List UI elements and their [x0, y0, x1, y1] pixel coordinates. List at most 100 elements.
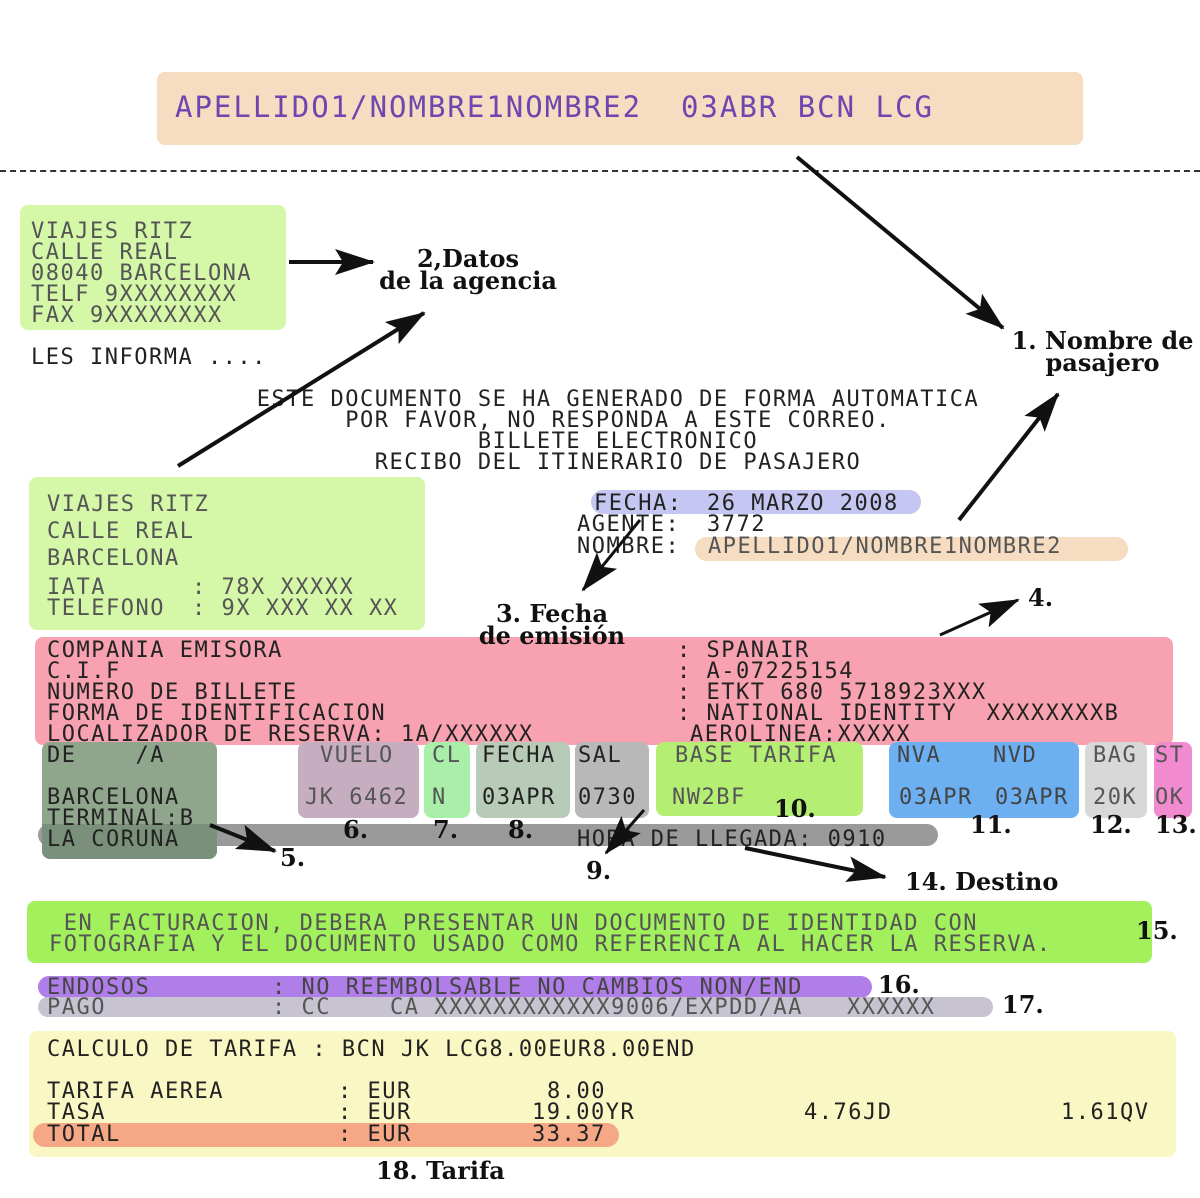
annotation-16: 16.	[878, 970, 920, 999]
fare-calc: CALCULO DE TARIFA : BCN JK LCG8.00EUR8.0…	[47, 1037, 696, 1062]
arrow-passenger-name	[795, 155, 1005, 330]
fecha-value: 26 MARZO 2008	[707, 491, 899, 516]
annotation-5: 5.	[280, 843, 306, 872]
fecha-highlight	[591, 490, 921, 514]
tarifa-label: TARIFA AEREA	[47, 1079, 224, 1104]
agency-street: CALLE REAL	[47, 519, 195, 544]
pago-label: PAGO	[47, 995, 106, 1020]
route-box-overlay	[42, 824, 217, 859]
agente-label: AGENTE:	[577, 512, 681, 537]
agency-top-line-5: FAX 9XXXXXXXX	[31, 303, 223, 328]
nva-nvd-col	[889, 742, 1079, 818]
arrow-destino	[744, 846, 887, 883]
bag-header: BAG	[1093, 743, 1138, 768]
total-highlight	[33, 1123, 619, 1147]
arrow-5	[209, 823, 277, 853]
passenger-header-line: APELLIDO1/NOMBRE1NOMBRE2 03ABR BCN LCG	[175, 90, 934, 124]
agency-iata-value: : 78X XXXXX	[192, 575, 355, 600]
company-value-2: : A-07225154	[677, 659, 854, 684]
annotation-17: 17.	[1002, 990, 1044, 1019]
annotation-7: 7.	[433, 815, 459, 844]
annotation-13: 13.	[1155, 810, 1197, 839]
nombre-highlight	[695, 537, 1128, 561]
tarifa-currency: : EUR	[338, 1079, 412, 1104]
tasa-label: TASA	[47, 1100, 106, 1125]
company-value-1: : SPANAIR	[677, 638, 810, 663]
agency-top-box	[20, 205, 286, 330]
endosos-value: : NO REEMBOLSABLE NO CAMBIOS NON/END	[272, 975, 803, 1000]
arrow-agency-bottom	[176, 311, 426, 468]
vuelo-value: JK 6462	[305, 785, 409, 810]
nvd-header: NVD	[993, 743, 1038, 768]
annotation-14: 14. Destino	[905, 867, 1059, 896]
annotation-4: 4.	[1028, 583, 1054, 612]
cl-col	[424, 742, 470, 818]
tasa-qv: 1.61QV	[1061, 1100, 1150, 1125]
base-header: BASE TARIFA	[675, 743, 838, 768]
annotation-11: 11.	[970, 810, 1012, 839]
agency-iata-label: IATA	[47, 575, 106, 600]
company-value-4: : NATIONAL IDENTITY XXXXXXXXB	[677, 701, 1120, 726]
dashed-separator	[0, 170, 1200, 172]
pago-bar	[38, 997, 993, 1017]
agency-top-line-3: 08040 BARCELONA	[31, 261, 253, 286]
company-value-3: : ETKT 680 5718923XXX	[677, 680, 987, 705]
st-col	[1154, 742, 1192, 818]
endosos-bar	[38, 976, 872, 998]
annotation-9: 9.	[586, 856, 612, 885]
notice-line-3: BILLETE ELECTRONICO	[477, 429, 759, 454]
company-label-1: COMPANIA EMISORA	[47, 638, 283, 663]
route-to: LA CORUNA	[47, 827, 180, 852]
annotation-1: 1. Nombre de pasajero	[1011, 326, 1194, 377]
nombre-label: NOMBRE:	[577, 534, 681, 559]
company-label-3: NUMERO DE BILLETE	[47, 680, 298, 705]
route-header: DE /A	[47, 743, 165, 768]
total-currency: : EUR	[338, 1122, 412, 1147]
vuelo-col	[298, 742, 419, 818]
sal-value: 0730	[578, 785, 637, 810]
cl-value: N	[432, 785, 447, 810]
nva-value: 03APR	[899, 785, 973, 810]
id-notice-line-2: FOTOGRAFIA Y EL DOCUMENTO USADO COMO REF…	[49, 932, 1052, 957]
company-label-4: FORMA DE IDENTIFICACION	[47, 701, 387, 726]
les-informa: LES INFORMA ....	[31, 345, 267, 370]
annotation-18: 18. Tarifa	[376, 1156, 505, 1185]
fecha-label: FECHA:	[594, 491, 683, 516]
annotation-15: 15.	[1136, 916, 1178, 945]
agency-name: VIAJES RITZ	[47, 492, 210, 517]
sal-col	[575, 742, 649, 818]
agency-tel-value: : 9X XXX XX XX	[192, 596, 399, 621]
tarifa-amount: 8.00	[547, 1079, 606, 1104]
agency-top-line-2: CALLE REAL	[31, 240, 179, 265]
id-notice-line-1: EN FACTURACION, DEBERA PRESENTAR UN DOCU…	[49, 911, 978, 936]
pago-value: : CC CA XXXXXXXXXXXX9006/EXPDD/AA XXXXXX	[272, 995, 936, 1020]
tasa-currency: : EUR	[338, 1100, 412, 1125]
agency-top-line-4: TELF 9XXXXXXXX	[31, 282, 238, 307]
aerolinea: AEROLINEA:XXXXX	[690, 722, 912, 747]
base-value: NW2BF	[672, 785, 746, 810]
sal-header: SAL	[578, 743, 623, 768]
agency-detail-box	[29, 477, 425, 630]
arrow-fecha-emision	[581, 519, 642, 592]
company-box	[35, 637, 1173, 745]
annotation-12: 12.	[1090, 810, 1132, 839]
base-col	[656, 742, 863, 816]
localizador: LOCALIZADOR DE RESERVA: 1A/XXXXXX	[47, 722, 534, 747]
endosos-label: ENDOSOS	[47, 975, 151, 1000]
fecha-col	[476, 742, 570, 818]
annotation-2: 2,Datos de la agencia	[379, 244, 557, 295]
notice-line-1: ESTE DOCUMENTO SE HA GENERADO DE FORMA A…	[256, 387, 980, 412]
nva-header: NVA	[897, 743, 942, 768]
notice-line-2: POR FAVOR, NO RESPONDA A ESTE CORREO.	[345, 408, 891, 433]
company-label-2: C.I.F	[47, 659, 121, 684]
route-from: BARCELONA	[47, 785, 180, 810]
st-value: OK	[1155, 785, 1185, 810]
cl-header: CL	[432, 743, 462, 768]
vuelo-header: VUELO	[320, 743, 394, 768]
arrow-9	[604, 809, 646, 855]
annotation-6: 6.	[343, 815, 369, 844]
passenger-header-box	[157, 72, 1083, 145]
arrow-passenger-nombre	[957, 392, 1060, 522]
annotation-3: 3. Fecha de emisión	[478, 599, 626, 650]
